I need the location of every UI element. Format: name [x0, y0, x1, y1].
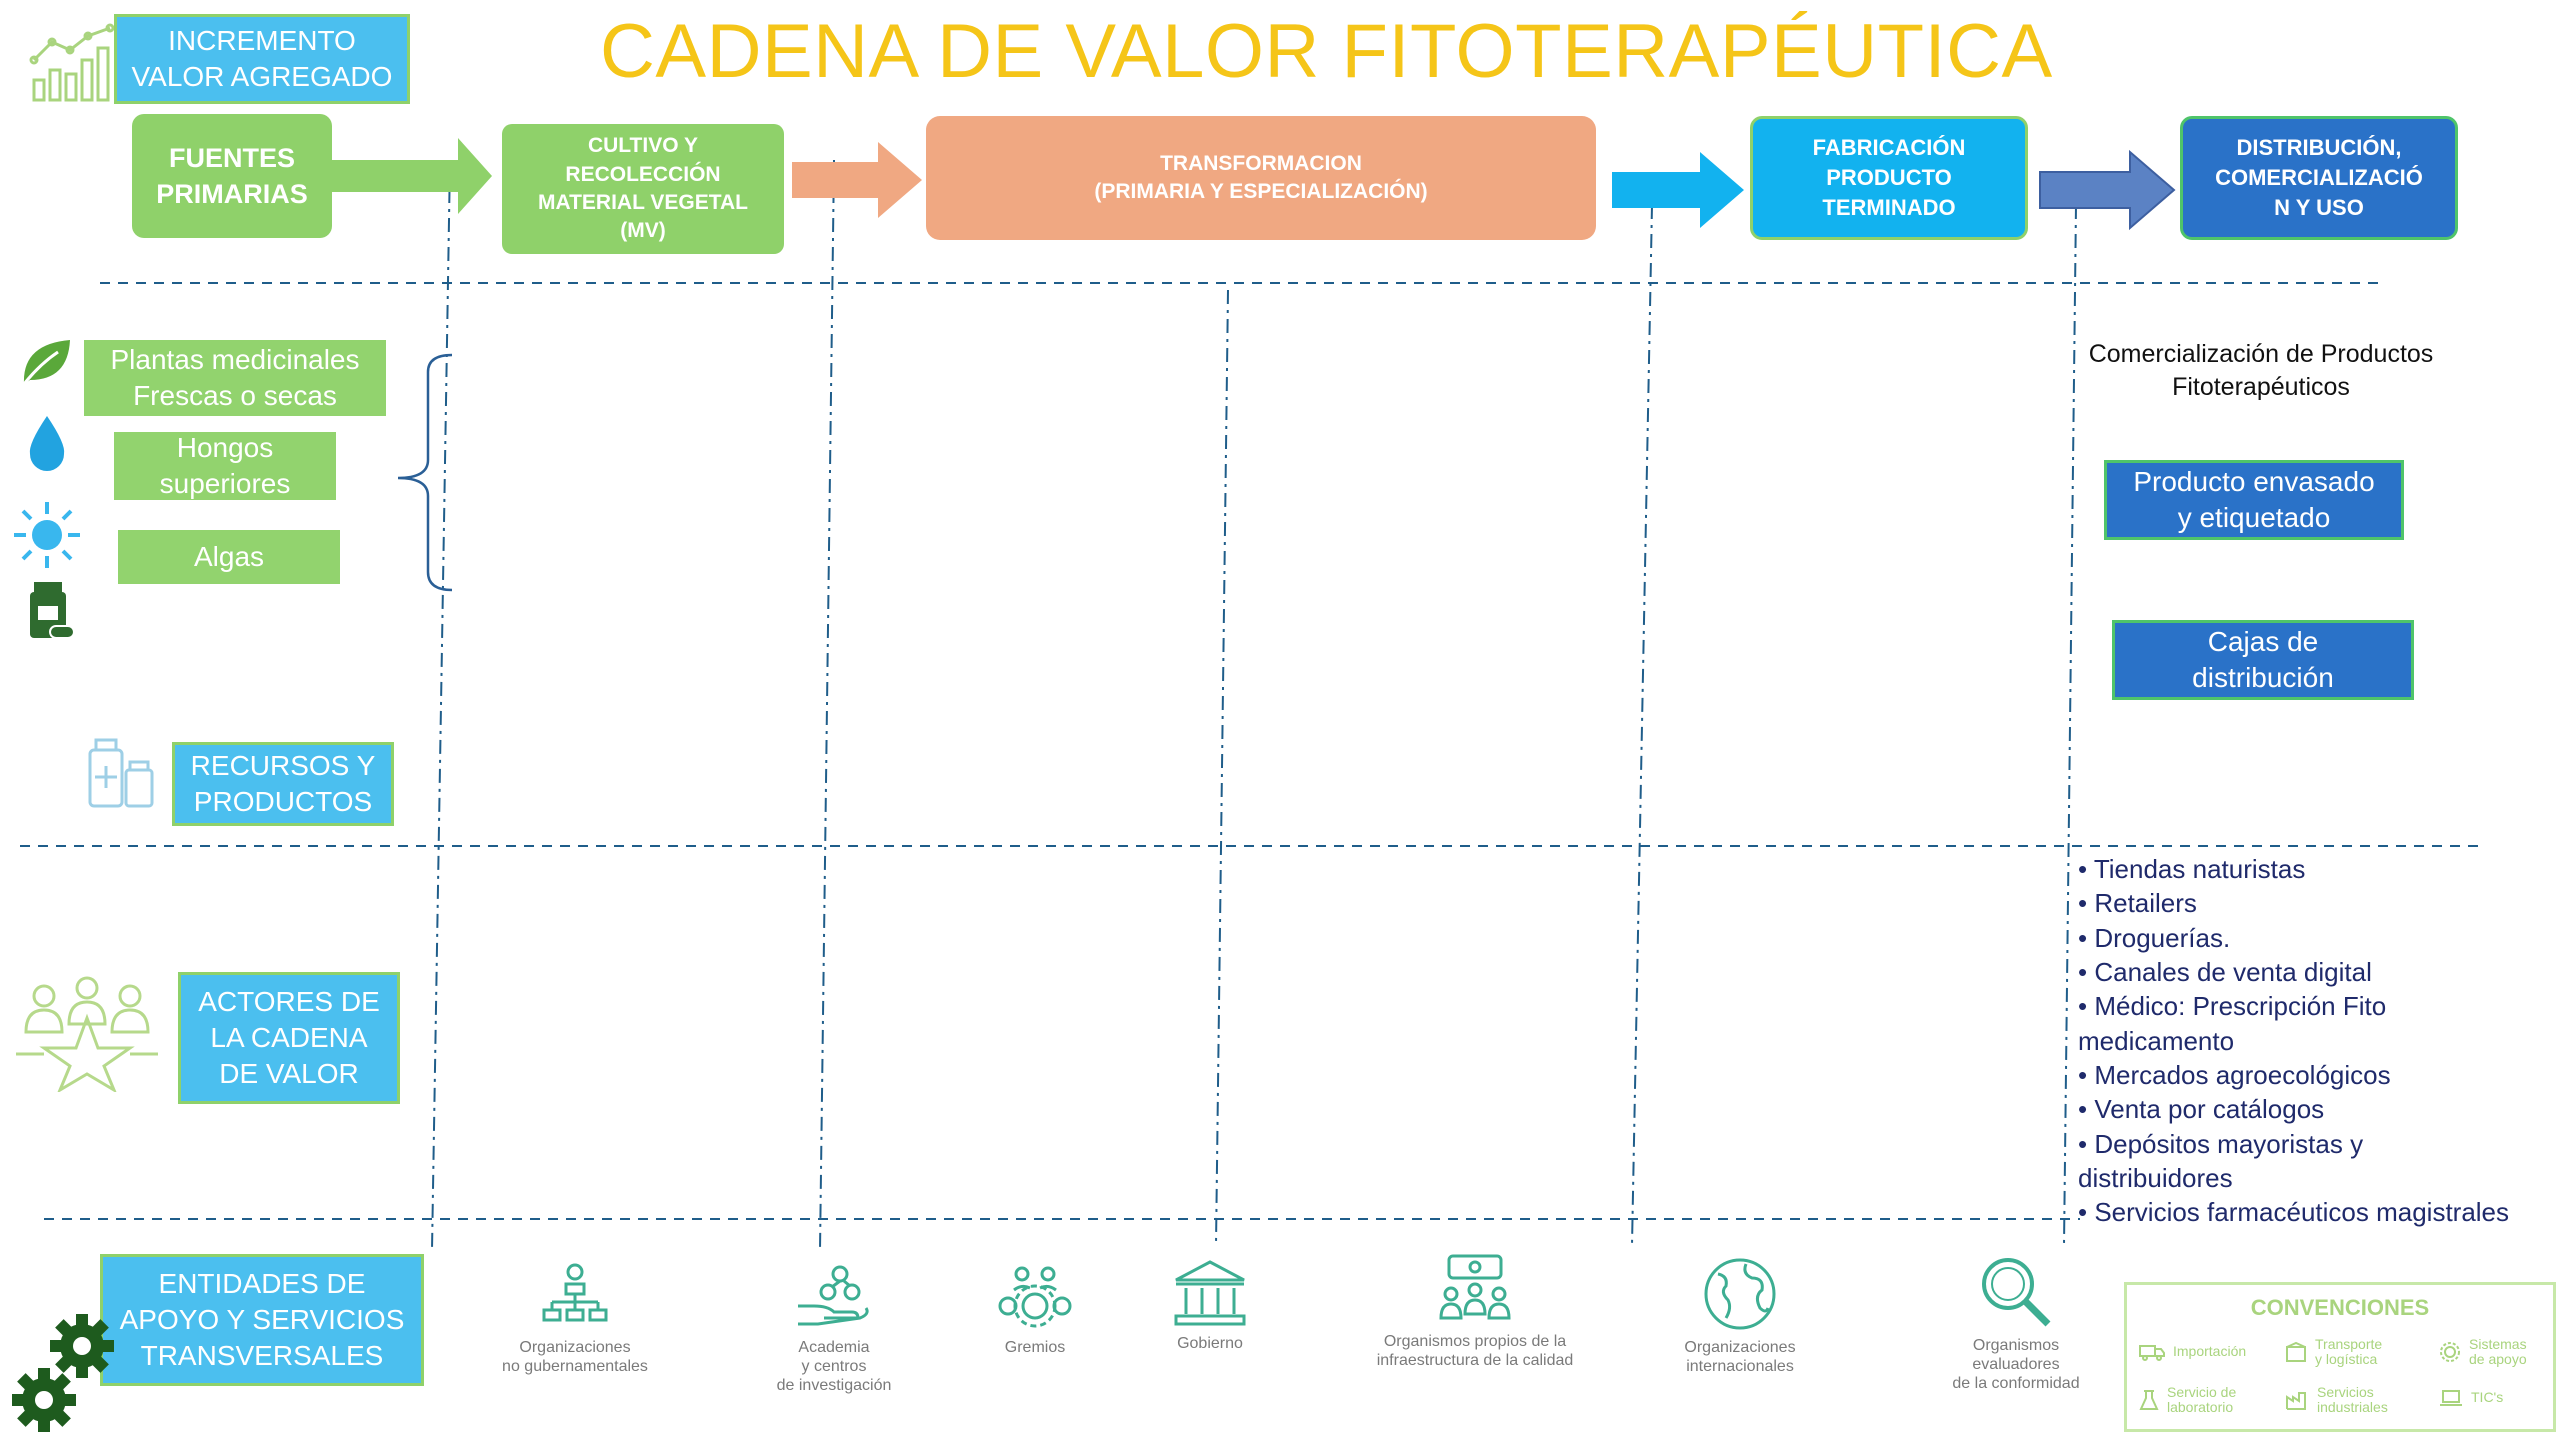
academia-icon — [798, 1265, 869, 1326]
entity-ong: Organizaciones no gubernamentales — [470, 1262, 680, 1376]
magnifier-icon — [1982, 1258, 2051, 1327]
arrow-cultivo-transformacion — [792, 142, 922, 218]
list-item: • Depósitos mayoristas y distribuidores — [2078, 1128, 2364, 1193]
recursos-productos-label: RECURSOS Y PRODUCTOS — [172, 742, 394, 826]
actores-label: ACTORES DE LA CADENA DE VALOR — [178, 972, 400, 1104]
list-item: • Médico: Prescripción Fito medicamento — [2078, 991, 2387, 1056]
stage-fuentes-primarias[interactable]: FUENTES PRIMARIAS — [132, 114, 332, 238]
entity-infraestructura-calidad: Organismos propios de la infraestructura… — [1350, 1254, 1600, 1370]
medicine-bottles-icon — [86, 736, 156, 817]
stage-cultivo-recoleccion[interactable]: CULTIVO Y RECOLECCIÓN MATERIAL VEGETAL (… — [502, 124, 784, 254]
water-drop-icon — [24, 412, 70, 477]
legend-item: Sistemas de apoyo — [2439, 1336, 2527, 1368]
globe-icon — [1704, 1258, 1776, 1330]
growth-chart-icon — [28, 22, 118, 104]
factory-icon — [2286, 1392, 2306, 1411]
list-item: • Mercados agroecológicos — [2078, 1059, 2391, 1090]
actors-list: • Tiendas naturistas • Retailers • Drogu… — [2078, 852, 2558, 1229]
legend-item: TIC's — [2439, 1389, 2503, 1407]
government-building-icon — [1174, 1260, 1246, 1326]
leaf-icon — [18, 334, 74, 395]
list-item: • Tiendas naturistas — [2078, 854, 2306, 884]
vline-3 — [1215, 289, 1229, 1246]
stage-distribucion[interactable]: DISTRIBUCIÓN, COMERCIALIZACIÓ N Y USO — [2180, 116, 2458, 240]
source-algas: Algas — [118, 530, 340, 584]
flask-icon — [2139, 1390, 2159, 1411]
gears-dark-icon — [10, 1310, 120, 1439]
list-item: • Retailers — [2078, 888, 2197, 919]
conventions-title: CONVENCIONES — [2250, 1295, 2430, 1320]
gear-icon — [2440, 1342, 2460, 1363]
sources-brace — [397, 353, 453, 592]
people-star-icon — [14, 974, 160, 1097]
gears-icon — [998, 1266, 1072, 1328]
medicine-bottle-icon — [28, 580, 78, 649]
list-item: • Droguerías. — [2078, 922, 2231, 953]
box-icon — [2286, 1342, 2306, 1363]
entity-organizaciones-internacionales: Organizaciones internacionales — [1650, 1256, 1830, 1376]
entity-evaluadores-conformidad: Organismos evaluadores de la conformidad — [1916, 1254, 2116, 1394]
page-title: CADENA DE VALOR FITOTERAPÉUTICA — [600, 9, 2053, 94]
arrow-fabricacion-distribucion — [2039, 149, 2176, 231]
source-hongos: Hongos superiores — [114, 432, 336, 500]
stage-transformacion[interactable]: TRANSFORMACION (PRIMARIA Y ESPECIALIZACI… — [926, 116, 1596, 240]
legend-item: Servicio de laboratorio — [2139, 1384, 2236, 1416]
laptop-icon — [2440, 1390, 2462, 1406]
list-item: • Servicios farmacéuticos magistrales — [2078, 1197, 2510, 1228]
legend-item: Importación — [2139, 1343, 2246, 1361]
arrow-transformacion-fabricacion — [1612, 152, 1744, 228]
entidades-label: ENTIDADES DE APOYO Y SERVICIOS TRANSVERS… — [100, 1254, 424, 1386]
producto-envasado-box: Producto envasado y etiquetado — [2104, 460, 2404, 540]
list-item: • Venta por catálogos — [2078, 1094, 2325, 1125]
cajas-distribucion-box: Cajas de distribución — [2112, 620, 2414, 700]
conventions-legend: CONVENCIONES Importación Transporte y lo… — [2124, 1282, 2556, 1432]
legend-item: Transporte y logística — [2285, 1336, 2382, 1368]
comercializacion-heading: Comercialización de Productos Fitoterapé… — [2088, 340, 2434, 401]
entity-academia: Academia y centros de investigación — [734, 1262, 934, 1396]
vline-1 — [431, 159, 451, 1251]
source-plantas: Plantas medicinales Frescas o secas — [84, 340, 386, 416]
truck-icon — [2139, 1345, 2165, 1361]
group-idea-icon — [1439, 1254, 1511, 1320]
vline-4 — [1631, 204, 1653, 1246]
vline-5 — [2063, 204, 2077, 1246]
org-chart-icon — [542, 1263, 608, 1322]
list-item: • Canales de venta digital — [2078, 956, 2372, 987]
stage-fabricacion[interactable]: FABRICACIÓN PRODUCTO TERMINADO — [1750, 116, 2028, 240]
incremento-label: INCREMENTO VALOR AGREGADO — [114, 14, 410, 104]
entity-gremios: Gremios — [960, 1262, 1110, 1357]
vline-2 — [819, 159, 835, 1251]
arrow-fuentes-cultivo — [330, 138, 492, 214]
entity-gobierno: Gobierno — [1140, 1258, 1280, 1353]
legend-item: Servicios industriales — [2285, 1384, 2388, 1416]
sun-icon — [12, 500, 82, 575]
